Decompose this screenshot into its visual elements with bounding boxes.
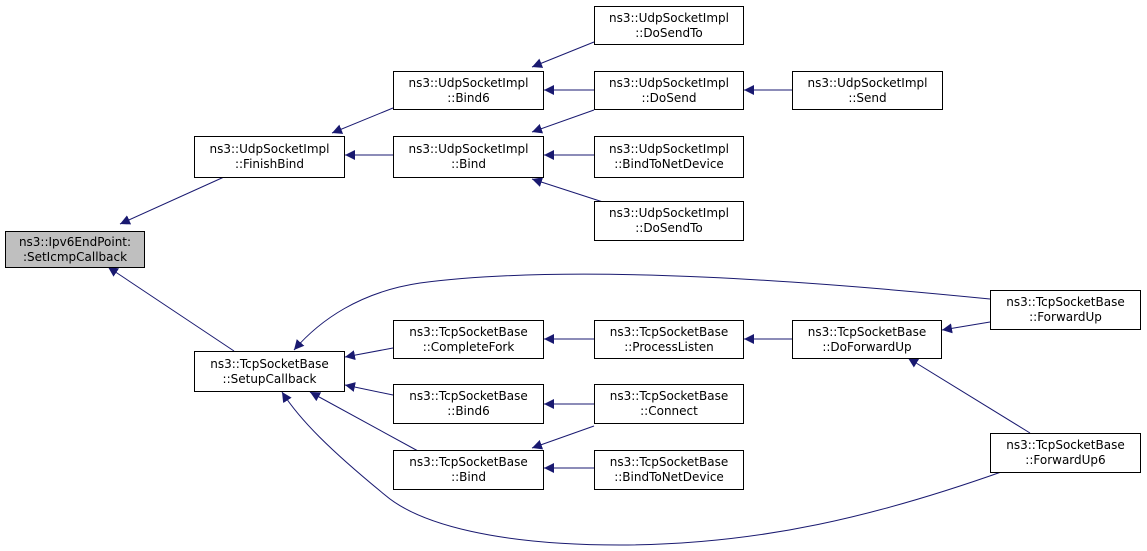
node-label-class: ns3::TcpSocketBase xyxy=(409,389,528,403)
node-udp-bind[interactable]: ns3::UdpSocketImpl ::Bind xyxy=(393,136,544,178)
edge-forwardup6-to-doforwardup xyxy=(907,357,1031,434)
edge-setupcallback-to-root xyxy=(107,266,235,352)
node-udp-finishbind[interactable]: ns3::UdpSocketImpl ::FinishBind xyxy=(194,136,345,178)
node-label-method: ::Bind6 xyxy=(447,404,490,418)
node-label-method: ::DoSend xyxy=(641,90,697,105)
edge-tcpbind6-to-setupcallback xyxy=(344,382,394,396)
node-label-class: ns3::UdpSocketImpl xyxy=(609,10,729,25)
node-label-method: ::SetupCallback xyxy=(222,371,317,386)
node-label-method: ::FinishBind xyxy=(234,157,305,171)
node-tcp-bind6[interactable]: ns3::TcpSocketBase ::Bind6 xyxy=(393,384,544,424)
node-label-method: ::DoForwardUp xyxy=(822,339,912,354)
edge-connect-to-tcpbind xyxy=(531,425,595,450)
node-tcp-completefork[interactable]: ns3::TcpSocketBase ::CompleteFork xyxy=(393,320,544,359)
node-tcp-setupcallback[interactable]: ns3::TcpSocketBase ::SetupCallback xyxy=(194,351,345,392)
node-label-class: ns3::TcpSocketBase xyxy=(409,324,528,339)
node-tcp-forwardup6[interactable]: ns3::TcpSocketBase ::ForwardUp6 xyxy=(990,433,1141,473)
node-udp-bindtonetdevice[interactable]: ns3::UdpSocketImpl ::BindToNetDevice xyxy=(594,136,744,178)
node-tcp-connect[interactable]: ns3::TcpSocketBase ::Connect xyxy=(594,384,744,424)
edge-dosendto-to-bind6 xyxy=(531,41,595,68)
node-label-class: ns3::Ipv6EndPoint: xyxy=(18,234,132,249)
node-label-class: ns3::UdpSocketImpl xyxy=(609,142,729,156)
node-label-class: ns3::UdpSocketImpl xyxy=(209,142,330,156)
node-label-method: ::CompleteFork xyxy=(422,339,515,354)
node-label-method: ::DoSendTo xyxy=(635,221,703,235)
node-label-class: ns3::UdpSocketImpl xyxy=(408,75,529,90)
node-label-method: ::DoSendTo xyxy=(635,25,703,40)
node-label-class: ns3::TcpSocketBase xyxy=(210,356,329,371)
node-tcp-bindtonetdevice[interactable]: ns3::TcpSocketBase ::BindToNetDevice xyxy=(594,450,744,490)
node-label-method: ::Bind xyxy=(451,470,486,484)
node-tcp-doforwardup[interactable]: ns3::TcpSocketBase ::DoForwardUp xyxy=(792,320,942,359)
node-label-class: ns3::TcpSocketBase xyxy=(1006,295,1125,309)
node-label-class: ns3::UdpSocketImpl xyxy=(609,206,729,220)
node-label-class: ns3::UdpSocketImpl xyxy=(807,75,928,90)
node-udp-dosendto-bottom[interactable]: ns3::UdpSocketImpl ::DoSendTo xyxy=(594,201,744,241)
node-ipv6endpoint-seticmpcallback: ns3::Ipv6EndPoint: :SetIcmpCallback xyxy=(5,231,145,268)
edge-dosend-to-bind xyxy=(531,109,595,134)
edge-finishbind-to-root xyxy=(119,176,225,225)
node-label-method: :SetIcmpCallback xyxy=(22,249,128,264)
node-label-class: ns3::TcpSocketBase xyxy=(609,455,729,469)
edge-tcpbind-to-setupcallback xyxy=(309,391,419,452)
edge-dosendto2-to-bind xyxy=(531,177,607,204)
node-label-class: ns3::TcpSocketBase xyxy=(609,324,729,339)
node-label-class: ns3::TcpSocketBase xyxy=(807,324,927,339)
node-label-class: ns3::UdpSocketImpl xyxy=(609,75,729,90)
node-label-method: ::BindToNetDevice xyxy=(614,470,724,484)
node-label-method: ::Bind6 xyxy=(447,90,490,105)
node-label-method: ::BindToNetDevice xyxy=(614,157,724,171)
node-label-method: ::Send xyxy=(848,90,887,105)
node-label-class: ns3::TcpSocketBase xyxy=(609,389,729,403)
node-udp-dosendto-top[interactable]: ns3::UdpSocketImpl ::DoSendTo xyxy=(594,6,744,45)
edge-completefork-to-setupcallback xyxy=(344,347,394,361)
node-tcp-forwardup[interactable]: ns3::TcpSocketBase ::ForwardUp xyxy=(990,290,1141,330)
node-label-method: ::Connect xyxy=(640,404,698,418)
edge-bind6-to-finishbind xyxy=(331,107,394,134)
edge-forwardup6-to-setupcallback xyxy=(281,391,1005,546)
node-label-class: ns3::TcpSocketBase xyxy=(409,455,528,469)
node-udp-send[interactable]: ns3::UdpSocketImpl ::Send xyxy=(792,71,943,110)
edge-forwardup-to-setupcallback xyxy=(293,273,991,351)
node-label-method: ::ForwardUp6 xyxy=(1025,453,1106,467)
node-label-class: ns3::TcpSocketBase xyxy=(1006,438,1125,452)
node-tcp-bind[interactable]: ns3::TcpSocketBase ::Bind xyxy=(393,450,544,490)
edge-forwardup-to-doforwardup xyxy=(941,321,991,334)
node-tcp-processlisten[interactable]: ns3::TcpSocketBase ::ProcessListen xyxy=(594,320,744,359)
node-label-class: ns3::UdpSocketImpl xyxy=(408,142,529,156)
node-label-method: ::Bind xyxy=(451,157,486,171)
node-label-method: ::ForwardUp xyxy=(1029,310,1102,324)
node-udp-dosend[interactable]: ns3::UdpSocketImpl ::DoSend xyxy=(594,71,744,110)
node-label-method: ::ProcessListen xyxy=(624,339,714,354)
node-udp-bind6[interactable]: ns3::UdpSocketImpl ::Bind6 xyxy=(393,71,544,110)
